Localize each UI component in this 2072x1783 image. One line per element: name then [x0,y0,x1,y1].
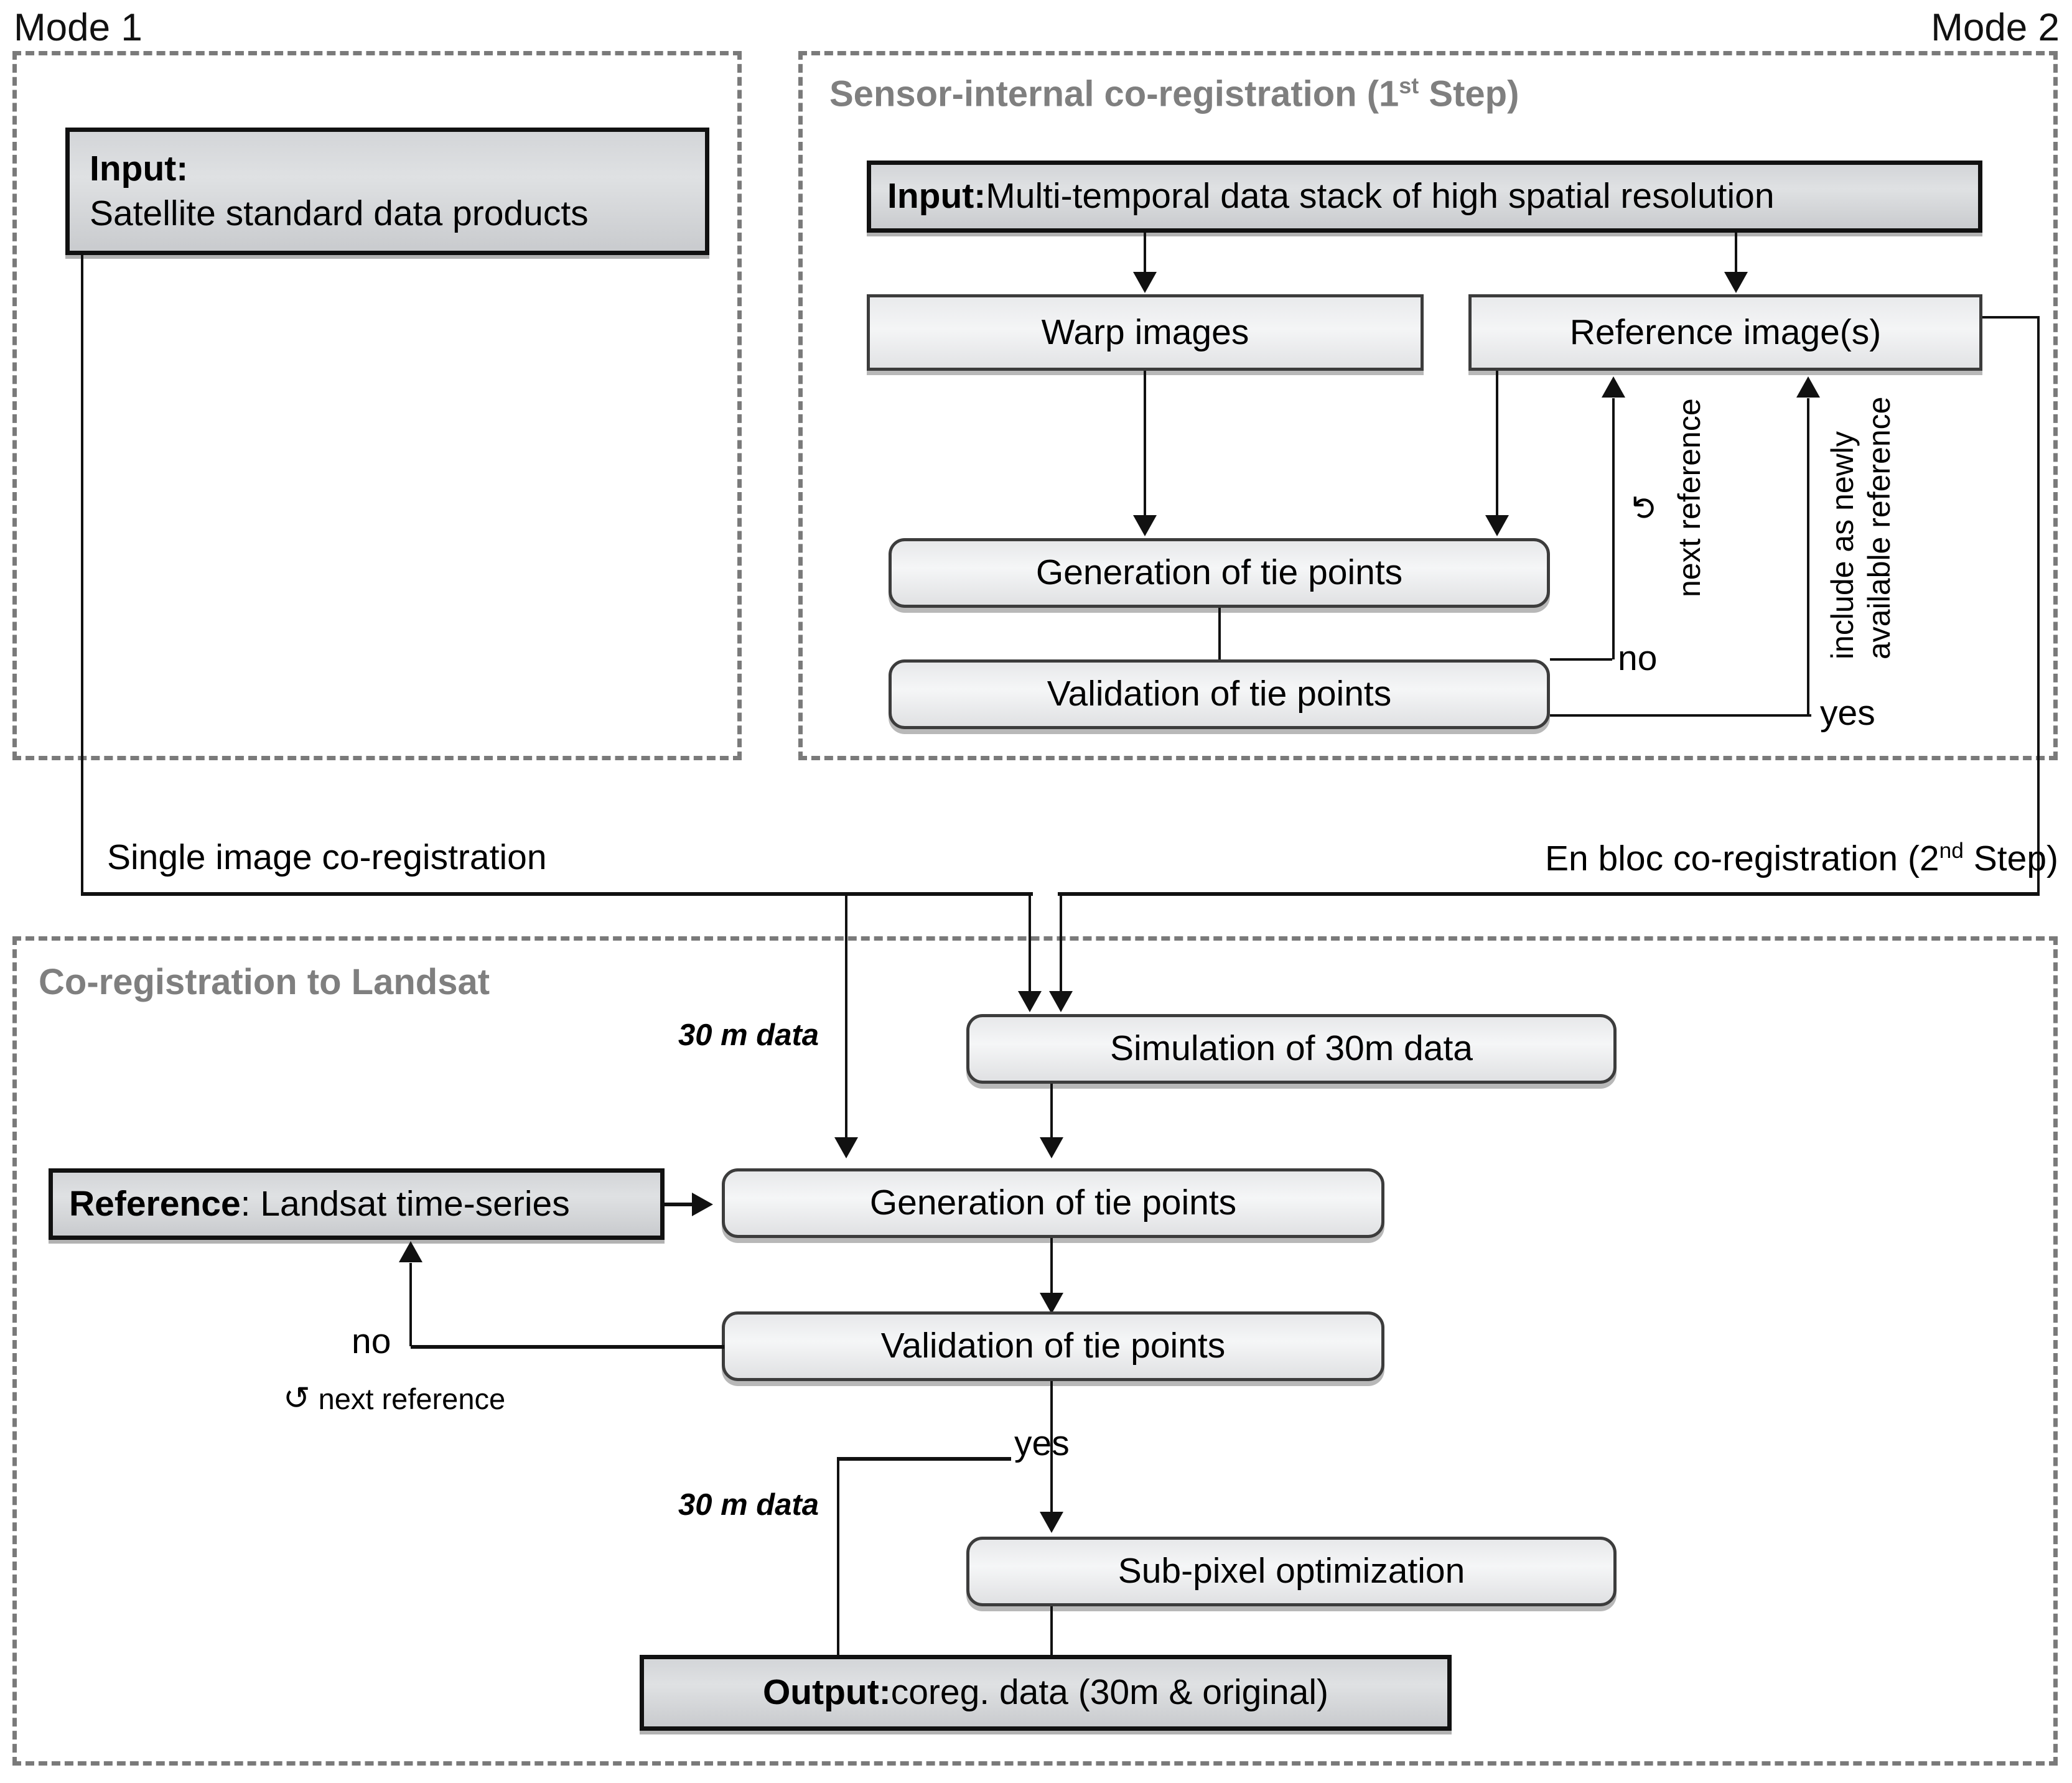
node-input-mode1[interactable]: Input: Satellite standard data products [65,128,709,255]
edge-label-en-bloc-text: En bloc co-registration (2 [1545,839,1939,878]
node-output-text: coreg. data (30m & original) [890,1672,1329,1713]
edge-yes-top-h [1550,714,1811,717]
mode-1-caption: Mode 1 [14,6,142,49]
edge-label-no-top: no [1618,638,1658,678]
edge-label-include-newly-line2: available reference [1862,396,1897,660]
edge-warp-to-generation [1144,371,1146,520]
node-output[interactable]: Output: coreg. data (30m & original) [640,1655,1452,1731]
edge-mode1-down [81,255,83,895]
edge-input2-to-warp [1144,233,1146,276]
edge-label-no-bottom: no [352,1321,391,1361]
edge-to-simulation-left [1029,896,1031,995]
arrow-yes-top-to-reference [1796,376,1820,398]
edge-30m-bypass-v [837,1457,839,1706]
node-validation-tie-points-top[interactable]: Validation of tie points [889,659,1550,729]
section-title-sensor-internal-tail: Step) [1419,73,1519,114]
section-title-sensor-internal-sup: st [1399,73,1419,98]
edge-label-next-reference-top: next reference [1672,398,1707,597]
section-title-sensor-internal-text: Sensor-internal co-registration (1 [829,73,1399,114]
node-sub-pixel-optimization[interactable]: Sub-pixel optimization [966,1537,1617,1606]
edge-label-yes-bottom: yes [1014,1423,1070,1463]
edge-label-yes-top: yes [1820,693,1875,733]
edge-reference-out-v [2037,316,2040,895]
section-title-sensor-internal: Sensor-internal co-registration (1st Ste… [829,75,1519,112]
section-title-landsat: Co-registration to Landsat [39,962,490,1002]
edge-reference-out-h [1982,316,2040,319]
edge-simulation-to-generation [1050,1084,1053,1143]
arrow-mode1-to-generation [834,1137,858,1158]
arrow-no-top-to-reference [1602,376,1625,398]
edge-yes-top-v [1807,398,1809,715]
edge-label-en-bloc-coreg: En bloc co-registration (2nd Step) [1545,840,2058,877]
node-reference-images[interactable]: Reference image(s) [1468,294,1982,371]
arrow-simulation-to-generation [1040,1137,1063,1158]
mode-2-frame [798,51,2058,760]
arrow-warp-to-generation [1133,515,1157,536]
node-reference-landsat-label: Reference [69,1183,241,1224]
edge-mode1-right [81,892,1033,896]
landsat-frame [12,936,2058,1766]
edge-no-bottom-h [411,1345,724,1349]
edge-generation-to-validation-bottom [1050,1238,1053,1297]
node-generation-tie-points-bottom[interactable]: Generation of tie points [722,1168,1384,1238]
node-generation-tie-points-top[interactable]: Generation of tie points [889,538,1550,608]
edge-30m-bypass-h [837,1457,1011,1461]
arrow-reference-to-generation-bottom [692,1193,713,1216]
arrow-no-bottom-to-reference [399,1241,422,1262]
edge-label-include-newly: include as newly available reference [1824,397,1898,660]
edge-input2-to-reference [1735,233,1737,276]
edge-generation-to-validation-top [1218,608,1221,661]
edge-reference-to-generation-bottom [665,1203,694,1206]
arrow-reference-to-generation [1485,515,1509,536]
edge-label-en-bloc-sup: nd [1939,839,1964,863]
node-input-mode1-label: Input: [90,149,189,189]
recycle-icon-top: ↺ [1627,494,1663,521]
edge-label-next-reference-bottom-wrap: ↺ next reference [283,1382,505,1415]
edge-label-30m-data-a: 30 m data [678,1018,819,1052]
node-validation-tie-points-bottom[interactable]: Validation of tie points [722,1311,1384,1381]
edge-enbloc-h [1058,892,2040,896]
edge-reference-to-generation [1496,371,1498,520]
edge-label-single-image-coreg: Single image co-registration [107,837,547,877]
edge-no-top-h [1550,658,1612,661]
node-reference-landsat-text: : Landsat time-series [240,1183,570,1224]
arrow-generation-to-validation-bottom [1040,1293,1063,1314]
node-reference-landsat[interactable]: Reference: Landsat time-series [49,1168,665,1240]
edge-mode1-to-generation [845,896,847,1142]
arrow-to-simulation-right [1049,991,1073,1012]
node-input-mode2-text: Multi-temporal data stack of high spatia… [986,176,1775,216]
edge-label-en-bloc-tail: Step) [1963,839,2058,878]
edge-validation-to-subpixel [1050,1381,1053,1517]
node-input-mode2-label: Input: [887,176,986,216]
node-input-mode2[interactable]: Input: Multi-temporal data stack of high… [867,161,1982,233]
recycle-icon-bottom: ↺ [283,1380,310,1417]
arrow-validation-to-subpixel [1040,1512,1063,1533]
mode-2-caption: Mode 2 [1931,6,2060,49]
node-input-mode1-text: Satellite standard data products [90,193,589,233]
edge-label-30m-data-b: 30 m data [678,1488,819,1522]
arrow-input2-to-warp [1133,272,1157,293]
node-output-label: Output: [762,1672,891,1713]
edge-no-bottom-v [409,1263,412,1346]
node-simulation-30m[interactable]: Simulation of 30m data [966,1014,1617,1084]
arrow-to-simulation-left [1018,991,1042,1012]
edge-to-simulation-right [1060,896,1062,995]
edge-label-next-reference-bottom: next reference [318,1382,506,1415]
node-warp-images[interactable]: Warp images [867,294,1424,371]
edge-label-include-newly-line1: include as newly [1825,431,1860,659]
edge-no-top-v [1612,398,1615,659]
mode-1-frame [12,51,742,760]
arrow-input2-to-reference [1724,272,1748,293]
